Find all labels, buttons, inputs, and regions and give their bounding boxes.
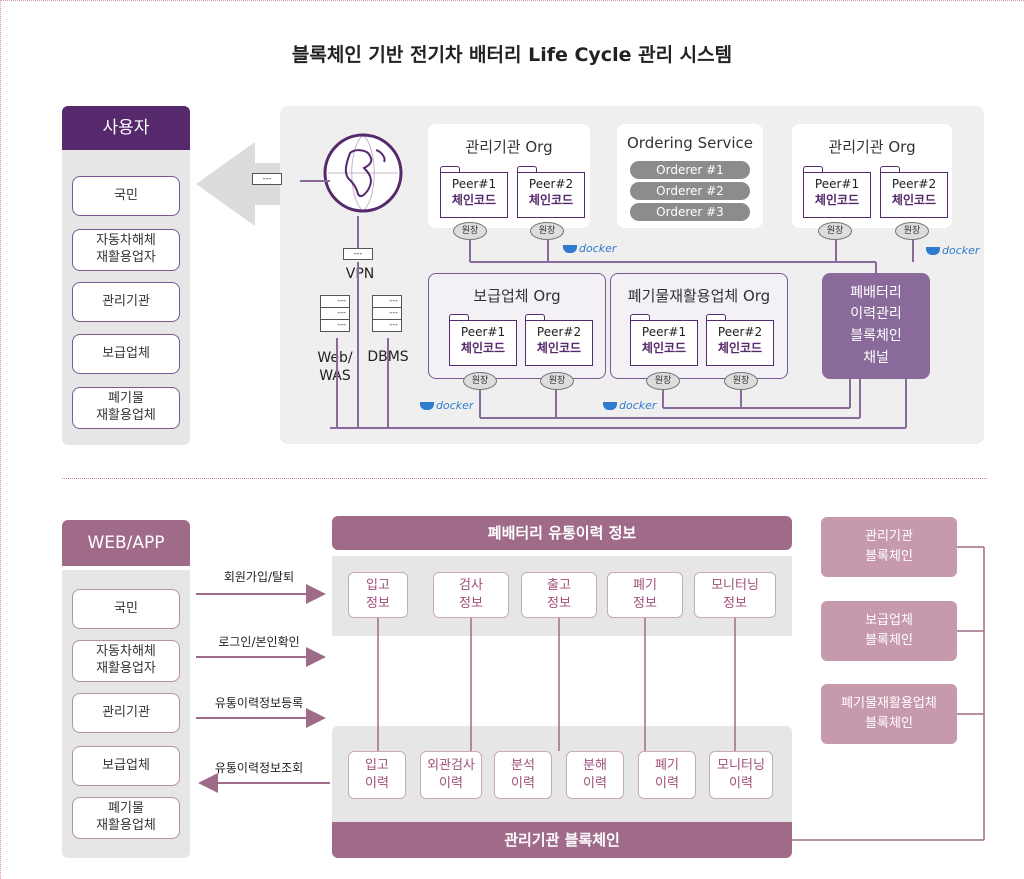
history-item-inbound[interactable]: 입고 이력 [348,751,406,799]
arrow-label-signup: 회원가입/탈퇴 [223,570,295,584]
user-item-dismantler[interactable]: 자동차해체 재활용업자 [72,229,180,271]
db-server-icon: --------- [372,295,402,332]
router-box: --- [252,173,282,185]
vpn-box: --- [343,248,373,260]
folder-tab [525,314,545,320]
frame-border-top [0,0,1024,1]
arrow-label-login: 로그인/본인확인 [218,635,300,649]
history-item-visual-inspection[interactable]: 외관검사 이력 [420,751,482,799]
ordering-service-title: Ordering Service [626,134,754,152]
ledger-icon: 원장 [724,372,758,390]
arrow-label-query: 유통이력정보조회 [214,761,304,775]
folder-tab [880,166,900,172]
info-bar: 폐배터리 유통이력 정보 [332,516,792,550]
org-agency-left-title: 관리기관 Org [465,138,553,156]
folder-tab [630,314,650,320]
folder-tab [440,166,460,172]
webapp-item-citizen[interactable]: 국민 [72,589,180,629]
vpn-label: VPN [345,266,375,282]
info-item-monitoring[interactable]: 모니터닝 정보 [694,572,776,618]
users-panel-header: 사용자 [62,106,190,150]
org-agency-right-title: 관리기관 Org [828,138,916,156]
org-recycler-title: 폐기물재활용업체 Org [627,287,771,305]
ledger-icon: 원장 [818,222,852,240]
org-supplier-title: 보급업체 Org [473,287,561,305]
docker-logo: docker [926,244,979,257]
user-item-agency[interactable]: 관리기관 [72,282,180,322]
info-item-inbound[interactable]: 입고 정보 [348,572,408,618]
webapp-panel-header: WEB/APP [62,520,190,566]
user-item-citizen[interactable]: 국민 [72,176,180,216]
section-divider [62,478,987,479]
chain-agency[interactable]: 관리기관 블록체인 [821,517,957,577]
chain-supplier[interactable]: 보급업체 블록체인 [821,601,957,661]
docker-logo: docker [420,399,473,412]
frame-border-left [0,0,1,879]
info-item-inspection[interactable]: 검사 정보 [433,572,509,618]
ledger-icon: 원장 [895,222,929,240]
chain-bar: 관리기관 블록체인 [332,822,792,858]
orderer-node[interactable]: Orderer #1 [630,161,750,179]
user-item-supplier[interactable]: 보급업체 [72,334,180,374]
history-item-monitoring[interactable]: 모니터닝 이력 [709,751,773,799]
docker-logo: docker [563,242,616,255]
webapp-item-recycler[interactable]: 폐기물 재활용업체 [72,797,180,839]
user-item-recycler[interactable]: 폐기물 재활용업체 [72,387,180,429]
folder-tab [706,314,726,320]
info-item-disposal[interactable]: 폐기 정보 [607,572,683,618]
folder-tab [449,314,469,320]
docker-whale-icon [603,402,617,410]
web-server-icon: --------- [320,295,350,332]
orderer-node[interactable]: Orderer #3 [630,203,750,221]
blockchain-channel[interactable]: 폐배터리 이력관리 블록체인 채널 [822,273,930,379]
folder-tab [517,166,537,172]
orderer-node[interactable]: Orderer #2 [630,182,750,200]
page-title: 블록체인 기반 전기차 배터리 Life Cycle 관리 시스템 [291,44,733,66]
web-was-label: Web/ WAS [317,350,353,385]
ledger-icon: 원장 [453,222,487,240]
info-item-outbound[interactable]: 출고 정보 [521,572,597,618]
ledger-icon: 원장 [530,222,564,240]
history-item-analysis[interactable]: 분석 이력 [494,751,552,799]
ledger-icon: 원장 [646,372,680,390]
webapp-item-agency[interactable]: 관리기관 [72,693,180,733]
arrow-label-register: 유통이력정보등록 [214,696,304,710]
chain-recycler[interactable]: 폐기물재활용업체 블록체인 [821,684,957,744]
ledger-icon: 원장 [540,372,574,390]
docker-logo: docker [603,399,656,412]
history-item-dismantle[interactable]: 분해 이력 [566,751,624,799]
docker-whale-icon [563,245,577,253]
globe-icon [323,133,403,213]
history-item-disposal[interactable]: 폐기 이력 [638,751,696,799]
webapp-item-dismantler[interactable]: 자동차해체 재활용업자 [72,640,180,682]
folder-tab [803,166,823,172]
ledger-icon: 원장 [463,372,497,390]
webapp-item-supplier[interactable]: 보급업체 [72,746,180,786]
docker-whale-icon [926,247,940,255]
docker-whale-icon [420,402,434,410]
